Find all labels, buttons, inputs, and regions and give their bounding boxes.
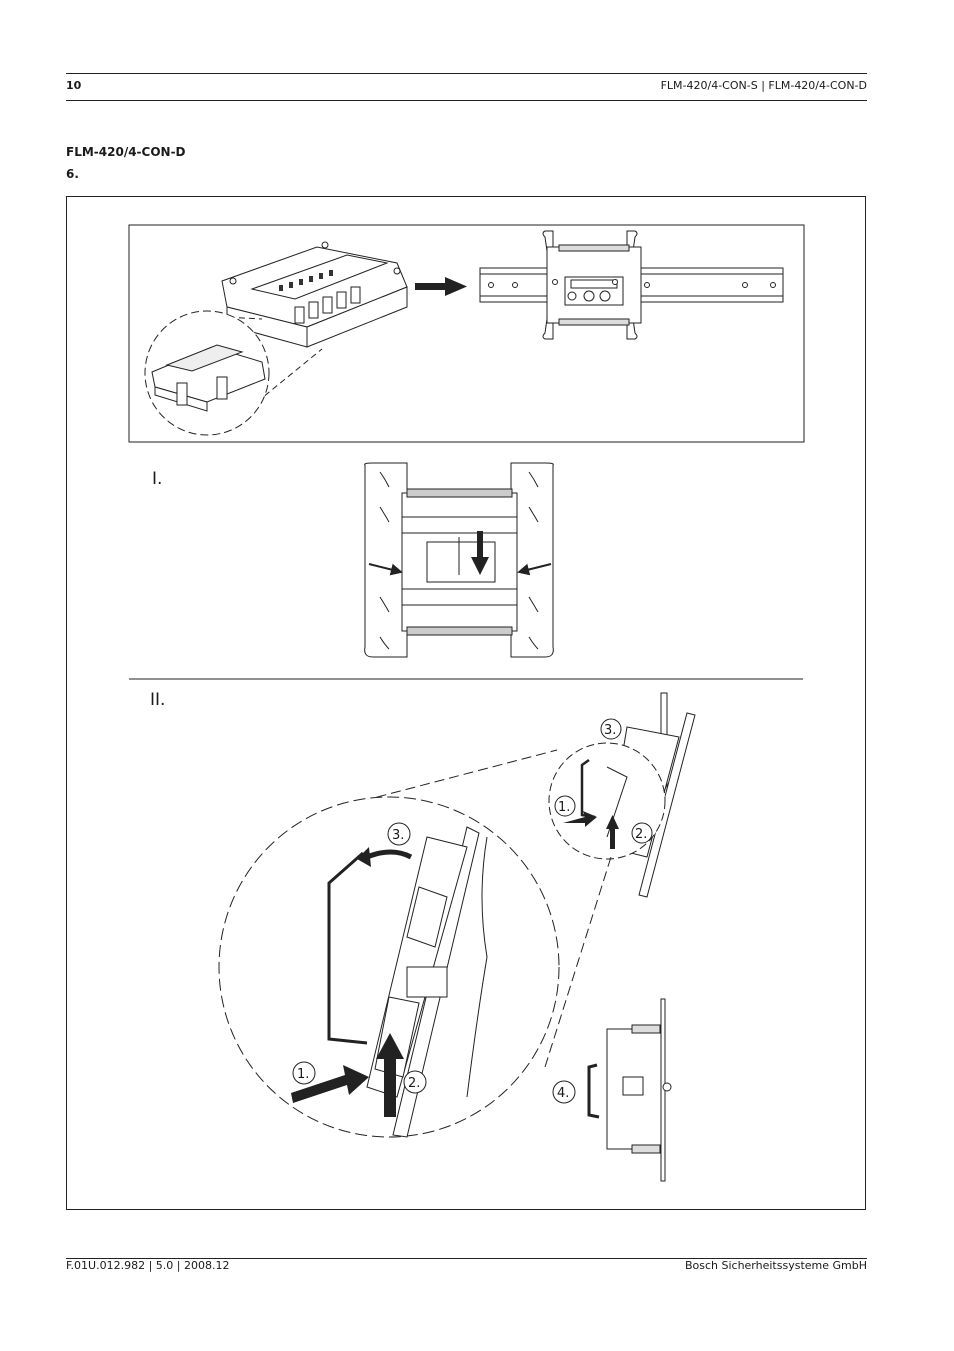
final-side-view-drawing — [587, 998, 672, 1182]
big-arrow-1 — [291, 1065, 369, 1103]
big-callout-1-circle — [292, 1061, 316, 1085]
step-number: 6. — [66, 167, 79, 181]
side-callout-4-circle — [552, 1080, 576, 1104]
panel-I-label: I. — [152, 469, 162, 489]
detail-clip-drawing — [151, 344, 266, 412]
press-arrow-down — [471, 531, 489, 575]
big-detail-leader-line — [361, 749, 558, 802]
header-top-rule — [66, 73, 867, 74]
panel-II-label: II. — [150, 690, 165, 710]
small-callout-1: 1. — [558, 800, 570, 815]
header-bottom-rule — [66, 100, 867, 101]
big-detail-circle — [218, 796, 560, 1138]
big-detail-leader-line — [544, 856, 612, 1068]
small-callout-2-circle — [631, 822, 653, 844]
module-isometric-drawing — [221, 241, 408, 348]
small-callout-3: 3. — [604, 723, 616, 738]
document-id: F.01U.012.982 | 5.0 | 2008.12 — [66, 1259, 230, 1272]
press-arrow-right — [517, 563, 552, 576]
detail-leader-line — [256, 348, 323, 403]
document-title: FLM-420/4-CON-S | FLM-420/4-CON-D — [660, 79, 867, 92]
big-arrow-2 — [376, 1033, 404, 1117]
press-arrow-left — [368, 563, 403, 576]
side-callout-4: 4. — [557, 1086, 569, 1101]
big-callout-2: 2. — [408, 1076, 420, 1091]
small-callout-2: 2. — [635, 827, 647, 842]
figure-frame: I. II. — [66, 196, 866, 1210]
small-arrow-2 — [606, 815, 619, 849]
big-callout-2-circle — [403, 1070, 427, 1094]
module-top-view-drawing — [364, 462, 554, 658]
section-title: FLM-420/4-CON-D — [66, 145, 186, 159]
direction-arrow — [415, 277, 467, 296]
small-callout-1-circle — [554, 795, 576, 817]
big-arrow-3 — [357, 847, 413, 867]
big-callout-3: 3. — [392, 828, 404, 843]
footer-rule — [66, 1258, 867, 1259]
company-name: Bosch Sicherheitssysteme GmbH — [684, 1259, 867, 1272]
small-arrow-1 — [563, 811, 597, 827]
big-callout-1: 1. — [297, 1067, 309, 1082]
mounted-module-drawing — [542, 230, 642, 340]
big-callout-3-circle — [387, 822, 411, 846]
top-panel-box — [128, 224, 805, 443]
big-detail-drawing — [327, 826, 488, 1138]
page-number: 10 — [66, 79, 82, 92]
installation-figure: I. II. — [128, 224, 805, 1182]
small-callout-3-circle — [600, 718, 622, 740]
